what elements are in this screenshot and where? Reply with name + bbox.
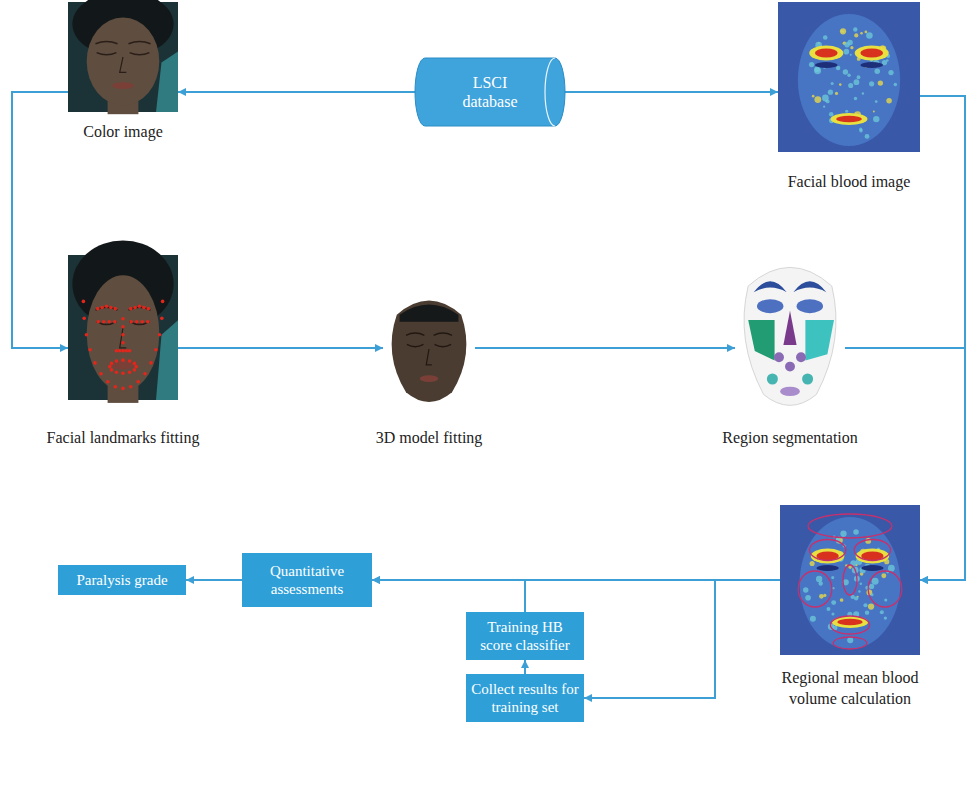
image-caption: Facial landmarks fitting <box>8 428 238 449</box>
flow-arrow <box>475 347 735 349</box>
face-illustration <box>68 2 178 112</box>
process-box: Paralysis grade <box>58 565 186 595</box>
flow-arrow <box>920 96 965 580</box>
database-cylinder: LSCI database <box>415 58 565 126</box>
flow-arrow <box>186 579 242 581</box>
image-panel: Region segmentation <box>735 255 845 410</box>
face-illustration <box>383 292 475 406</box>
box-label: Training HB score classifier <box>471 618 579 654</box>
image-panel: Regional mean blood volume calculation <box>780 505 920 655</box>
face-illustration <box>68 255 178 400</box>
box-label: Paralysis grade <box>76 571 167 589</box>
cylinder-shape <box>415 58 565 126</box>
flow-arrow <box>178 347 383 349</box>
flow-arrow <box>524 660 526 674</box>
box-label: Collect results for training set <box>471 680 579 716</box>
flow-arrow <box>178 91 415 93</box>
image-panel: 3D model fitting <box>383 292 475 406</box>
image-caption: Facial blood image <box>739 172 959 193</box>
process-box: Collect results for training set <box>466 674 584 722</box>
image-caption: Color image <box>23 122 223 143</box>
box-label: Quantitative assessments <box>247 562 367 598</box>
flow-arrow <box>565 91 778 93</box>
flow-arrow <box>584 580 780 698</box>
image-caption: Region segmentation <box>680 428 900 449</box>
image-panel: Facial landmarks fitting <box>68 255 178 400</box>
image-panel: Color image <box>68 2 178 112</box>
face-illustration <box>778 2 920 152</box>
face-illustration <box>735 255 845 410</box>
image-caption: 3D model fitting <box>329 428 529 449</box>
flow-arrow <box>372 580 525 612</box>
process-box: Training HB score classifier <box>466 612 584 660</box>
flow-arrow <box>12 92 68 348</box>
image-panel: Facial blood image <box>778 2 920 152</box>
process-box: Quantitative assessments <box>242 553 372 607</box>
image-caption: Regional mean blood volume calculation <box>760 668 940 710</box>
database-label: LSCI database <box>444 73 536 111</box>
face-illustration <box>780 505 920 655</box>
